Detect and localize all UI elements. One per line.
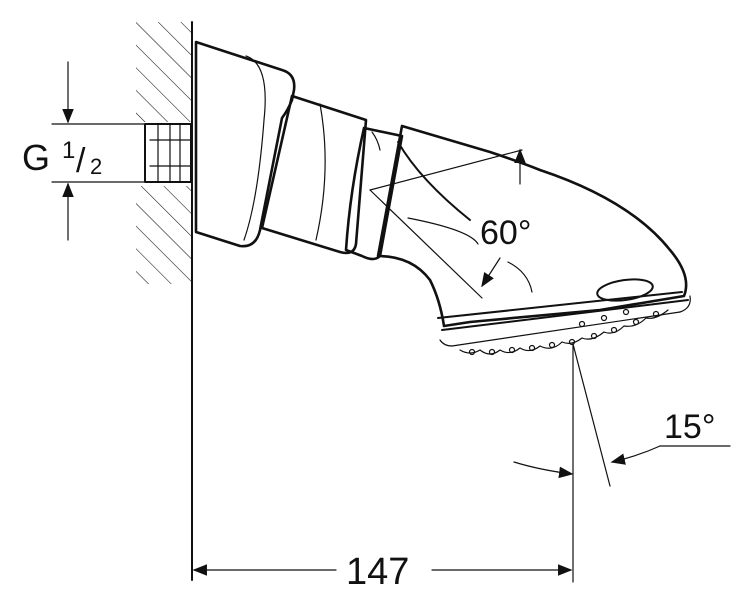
thread-label-slash: / bbox=[76, 142, 86, 180]
wall-hatch-lower bbox=[136, 186, 192, 284]
spray-angle-label: 60° bbox=[480, 214, 531, 252]
thread-label-denominator: 2 bbox=[90, 154, 102, 179]
shower-head-button bbox=[596, 278, 654, 302]
connector-body bbox=[144, 123, 192, 183]
wall-hatch-upper bbox=[136, 22, 192, 122]
swivel-neck bbox=[260, 94, 368, 255]
wall-flange bbox=[194, 40, 296, 248]
wall-section bbox=[136, 21, 193, 581]
projection-dimension: 147 bbox=[192, 551, 573, 593]
shower-head-body bbox=[376, 124, 691, 347]
thread-label-numerator: 1 bbox=[62, 137, 75, 164]
projection-label: 147 bbox=[346, 551, 409, 593]
thread-label-prefix: G bbox=[22, 137, 50, 178]
spray-angle-dimension: 60° bbox=[369, 148, 533, 299]
tilt-angle-label: 15° bbox=[664, 408, 715, 446]
spray-nozzles bbox=[459, 308, 669, 356]
tilt-angle-dimension: 15° bbox=[513, 343, 731, 583]
thread-connector bbox=[144, 123, 192, 183]
thread-dimension: G 1 / 2 bbox=[22, 61, 146, 241]
ball-joint bbox=[344, 126, 404, 261]
